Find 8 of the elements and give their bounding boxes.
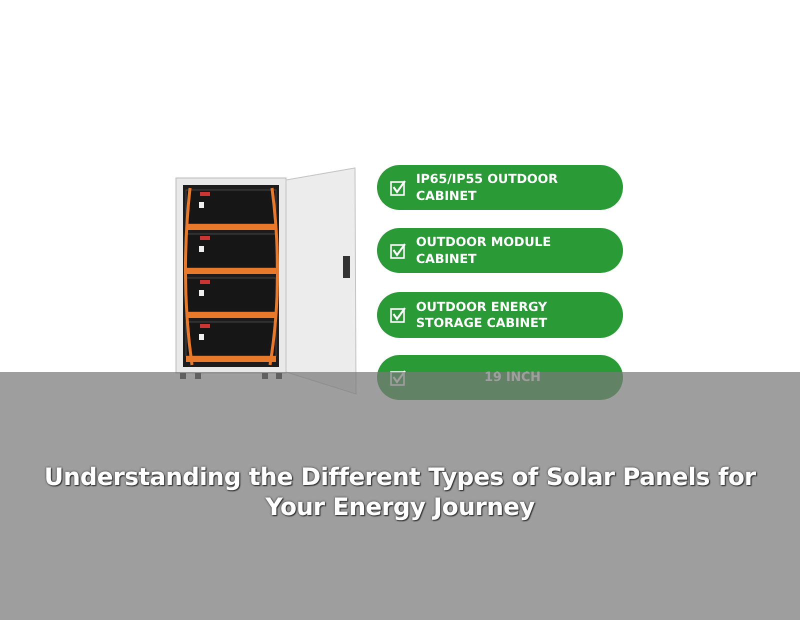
badge-label: 19 INCH [484, 369, 541, 386]
feature-badge [377, 165, 623, 210]
feature-badge [377, 228, 623, 273]
badge-label: IP65/IP55 OUTDOOR CABINET [416, 171, 559, 204]
badge-label: OUTDOOR ENERGY STORAGE CABINET [416, 298, 548, 332]
badge-label: OUTDOOR MODULE CABINET [416, 234, 552, 267]
feature-badge [377, 292, 623, 338]
title: Understanding the Different Types of Solar Panels for Your Energy Journey [43, 462, 757, 522]
